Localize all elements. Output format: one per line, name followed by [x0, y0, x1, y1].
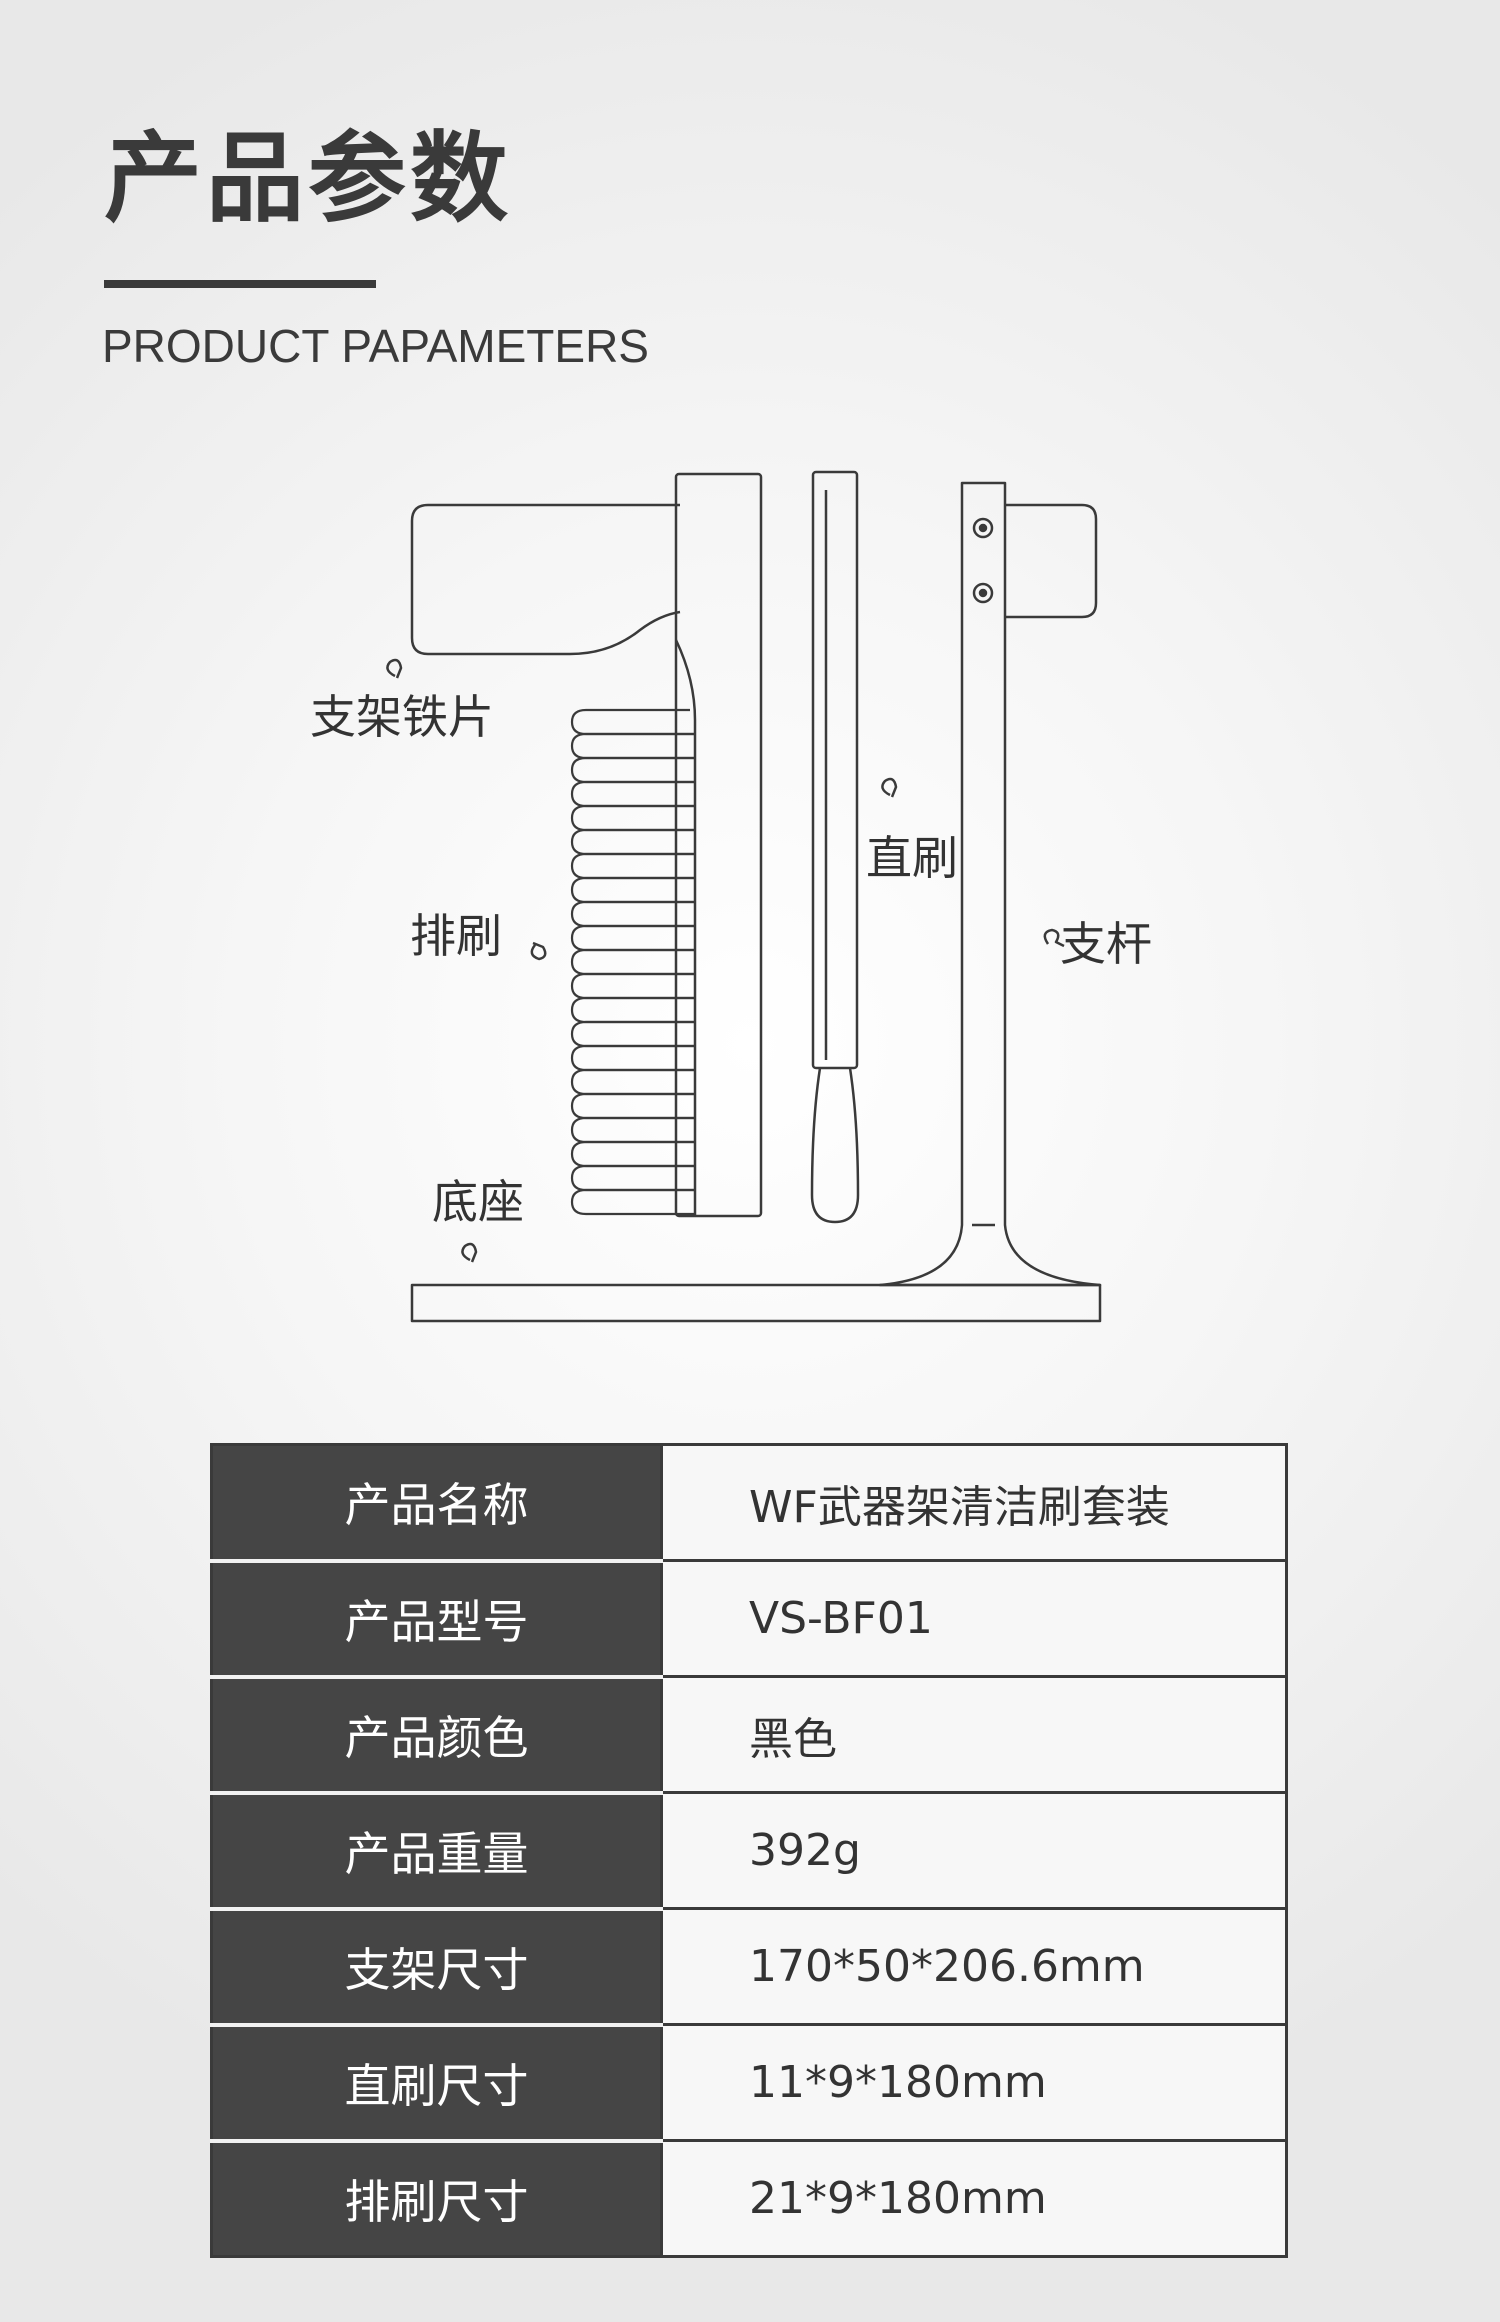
table-row: 支架尺寸 170*50*206.6mm	[210, 1907, 1288, 2027]
page-subtitle: PRODUCT PAPAMETERS	[102, 320, 649, 372]
page-title: 产品参数	[104, 122, 513, 236]
spec-value: 黑色	[660, 1675, 1288, 1794]
base-plate	[410, 1283, 1102, 1323]
spec-value: VS-BF01	[660, 1559, 1288, 1678]
table-row: 产品颜色 黑色	[210, 1675, 1288, 1795]
spec-value: 21*9*180mm	[660, 2139, 1288, 2258]
spec-table: 产品名称 WF武器架清洁刷套装 产品型号 VS-BF01 产品颜色 黑色 产品重…	[210, 1443, 1288, 2258]
pointer-straight-brush	[881, 777, 898, 798]
screw-top	[972, 517, 994, 539]
pointer-base	[461, 1242, 478, 1263]
row-brush-edge	[674, 639, 697, 1216]
spec-label: 产品重量	[210, 1791, 663, 1911]
screw-bottom-center	[978, 588, 988, 598]
bracket-plate-right	[1005, 503, 1098, 619]
spec-value: WF武器架清洁刷套装	[660, 1443, 1288, 1562]
pointer-pole	[1043, 928, 1065, 948]
spec-label: 产品颜色	[210, 1675, 663, 1795]
spec-value: 170*50*206.6mm	[660, 1907, 1288, 2026]
table-row: 产品重量 392g	[210, 1791, 1288, 1911]
straight-brush-handle	[811, 470, 859, 1070]
spec-label: 产品名称	[210, 1443, 663, 1563]
table-row: 排刷尺寸 21*9*180mm	[210, 2139, 1288, 2258]
label-straight-brush: 直刷	[866, 831, 958, 885]
pointer-bracket	[386, 658, 403, 679]
row-brush-bristles	[570, 708, 695, 1216]
spec-label: 支架尺寸	[210, 1907, 663, 2027]
label-row-brush: 排刷	[410, 909, 502, 963]
pointer-row-brush	[530, 941, 547, 961]
spec-value: 11*9*180mm	[660, 2023, 1288, 2142]
row-brush-handle	[674, 472, 763, 1218]
product-diagram: 支架铁片 排刷 直刷 支杆 底座	[310, 470, 1152, 1323]
screw-top-center	[978, 523, 988, 533]
spec-value: 392g	[660, 1791, 1288, 1910]
spec-label: 直刷尺寸	[210, 2023, 663, 2143]
label-bracket-plate: 支架铁片	[310, 690, 494, 744]
bracket-plate-shape	[410, 503, 681, 656]
table-row: 产品型号 VS-BF01	[210, 1559, 1288, 1679]
table-row: 产品名称 WF武器架清洁刷套装	[210, 1443, 1288, 1563]
spec-label: 排刷尺寸	[210, 2139, 663, 2258]
screw-bottom	[972, 582, 994, 604]
table-row: 直刷尺寸 11*9*180mm	[210, 2023, 1288, 2143]
spec-label: 产品型号	[210, 1559, 663, 1679]
label-base: 底座	[432, 1175, 524, 1229]
title-underline	[104, 280, 376, 288]
label-pole: 支杆	[1060, 917, 1152, 971]
straight-brush-head	[810, 1067, 860, 1224]
